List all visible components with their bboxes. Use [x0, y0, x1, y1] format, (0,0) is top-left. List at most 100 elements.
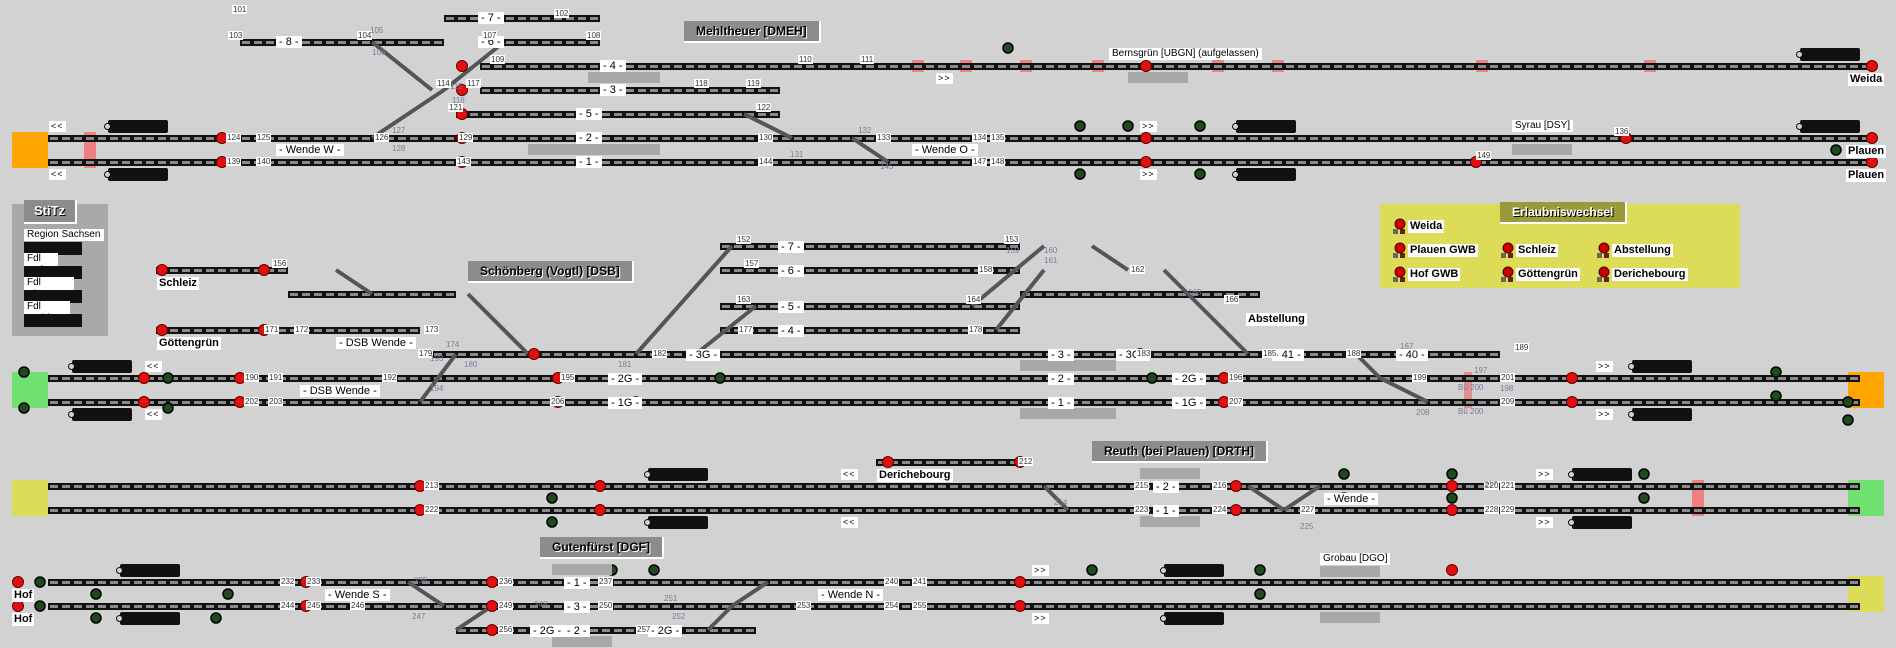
- train-number-display[interactable]: [1568, 516, 1632, 529]
- switch-connector[interactable]: [706, 604, 734, 632]
- signal-number-label[interactable]: 202: [244, 397, 260, 406]
- switch-connector[interactable]: [1162, 268, 1250, 356]
- train-number-display[interactable]: [644, 468, 708, 481]
- signal-number-label[interactable]: 223: [1134, 505, 1150, 514]
- signal-number-label[interactable]: 182: [652, 349, 668, 358]
- signal-main[interactable]: [156, 264, 168, 276]
- erlaubnis-hof-gwb[interactable]: Hof GWB: [1392, 266, 1461, 282]
- signal-number-label[interactable]: 254: [884, 601, 900, 610]
- switch-number-label[interactable]: 235: [414, 576, 428, 585]
- signal-number-label[interactable]: 125: [256, 133, 272, 142]
- signal-number-label[interactable]: 136: [1614, 127, 1630, 136]
- switch-number-label[interactable]: 225: [1300, 522, 1314, 531]
- signal-number-label[interactable]: 213: [424, 481, 440, 490]
- signal-number-label[interactable]: 191: [268, 373, 284, 382]
- switch-number-label[interactable]: 105: [370, 26, 384, 35]
- switch-connector[interactable]: [634, 244, 734, 356]
- signal-number-label[interactable]: 236: [498, 577, 514, 586]
- erlaubnis-weida[interactable]: Weida: [1392, 218, 1445, 234]
- signal-number-label[interactable]: 189: [1514, 343, 1530, 352]
- switch-number-label[interactable]: 128: [392, 144, 406, 153]
- signal-number-label[interactable]: 108: [586, 31, 602, 40]
- signal-number-label[interactable]: 255: [912, 601, 928, 610]
- signal-number-label[interactable]: 192: [382, 373, 398, 382]
- switch-connector[interactable]: [1042, 484, 1070, 512]
- switch-connector[interactable]: [850, 136, 890, 164]
- train-number-display[interactable]: [1628, 408, 1692, 421]
- signal-number-label[interactable]: 185: [1262, 349, 1278, 358]
- train-number-display[interactable]: [68, 408, 132, 421]
- signal-main[interactable]: [1446, 504, 1458, 516]
- train-number-display[interactable]: [1160, 564, 1224, 577]
- signal-main[interactable]: [1566, 372, 1578, 384]
- signal-number-label[interactable]: 199: [1412, 373, 1428, 382]
- signal-main[interactable]: [486, 600, 498, 612]
- signal-number-label[interactable]: 221: [1500, 481, 1516, 490]
- signal-number-label[interactable]: 206: [550, 397, 566, 406]
- signal-number-label[interactable]: 241: [912, 577, 928, 586]
- signal-number-label[interactable]: 245: [306, 601, 322, 610]
- signal-number-label[interactable]: 179: [418, 349, 434, 358]
- signal-number-label[interactable]: 157: [744, 259, 760, 268]
- signal-number-label[interactable]: 195: [560, 373, 576, 382]
- switch-connector[interactable]: [694, 304, 758, 356]
- switch-connector[interactable]: [454, 604, 494, 632]
- signal-number-label[interactable]: 196: [1228, 373, 1244, 382]
- switch-connector[interactable]: [730, 580, 770, 608]
- signal-number-label[interactable]: 178: [968, 325, 984, 334]
- erlaubnis-derichebourg[interactable]: Derichebourg: [1596, 266, 1688, 282]
- train-number-display[interactable]: [104, 120, 168, 133]
- signal-number-label[interactable]: 104: [357, 31, 373, 40]
- signal-number-label[interactable]: 117: [466, 79, 481, 88]
- signal-number-label[interactable]: 111: [860, 55, 875, 64]
- signal-number-label[interactable]: 229: [1500, 505, 1516, 514]
- switch-number-label[interactable]: 116: [452, 96, 465, 105]
- signal-number-label[interactable]: 129: [458, 133, 474, 142]
- signal-number-label[interactable]: 133: [876, 133, 892, 142]
- signal-number-label[interactable]: 172: [294, 325, 310, 334]
- train-number-display[interactable]: [1232, 168, 1296, 181]
- switch-connector[interactable]: [970, 244, 1046, 308]
- signal-main[interactable]: [594, 504, 606, 516]
- signal-number-label[interactable]: 173: [424, 325, 440, 334]
- signal-main[interactable]: [486, 576, 498, 588]
- switch-connector[interactable]: [370, 40, 434, 92]
- train-number-display[interactable]: [1568, 468, 1632, 481]
- signal-number-label[interactable]: 246: [350, 601, 366, 610]
- signal-main[interactable]: [12, 600, 24, 612]
- signal-main[interactable]: [138, 372, 150, 384]
- signal-main[interactable]: [1446, 564, 1458, 576]
- signal-number-label[interactable]: 119: [746, 79, 761, 88]
- signal-main[interactable]: [156, 324, 168, 336]
- switch-connector[interactable]: [1246, 484, 1286, 512]
- train-number-display[interactable]: [1160, 612, 1224, 625]
- switch-connector[interactable]: [994, 268, 1046, 332]
- switch-number-label[interactable]: 181: [618, 360, 632, 369]
- switch-number-label[interactable]: 198: [1500, 384, 1514, 393]
- switch-number-label[interactable]: 132: [858, 126, 872, 135]
- stitz-item-region-sachsen[interactable]: Region Sachsen: [24, 229, 104, 241]
- switch-number-label[interactable]: 161: [1044, 256, 1058, 265]
- erlaubnis-goettengruen[interactable]: Göttengrün: [1500, 266, 1580, 282]
- signal-main[interactable]: [258, 264, 270, 276]
- signal-number-label[interactable]: 163: [736, 295, 752, 304]
- signal-main[interactable]: [486, 624, 498, 636]
- signal-main[interactable]: [594, 480, 606, 492]
- switch-number-label[interactable]: 131: [790, 150, 804, 159]
- signal-number-label[interactable]: 227: [1300, 505, 1316, 514]
- switch-connector[interactable]: [406, 580, 446, 608]
- switch-connector[interactable]: [1090, 244, 1130, 272]
- signal-number-label[interactable]: 253: [796, 601, 812, 610]
- signal-number-label[interactable]: 166: [1224, 295, 1240, 304]
- signal-number-label[interactable]: 244: [280, 601, 296, 610]
- switch-number-label[interactable]: 248: [534, 600, 548, 609]
- signal-number-label[interactable]: 110: [798, 55, 813, 64]
- signal-main[interactable]: [1014, 576, 1026, 588]
- signal-number-label[interactable]: 207: [1228, 397, 1244, 406]
- signal-number-label[interactable]: 135: [990, 133, 1006, 142]
- signal-number-label[interactable]: 209: [1500, 397, 1516, 406]
- signal-main[interactable]: [1140, 156, 1152, 168]
- signal-number-label[interactable]: 215: [1134, 481, 1150, 490]
- train-number-display[interactable]: [68, 360, 132, 373]
- switch-number-label[interactable]: 197: [1474, 366, 1488, 375]
